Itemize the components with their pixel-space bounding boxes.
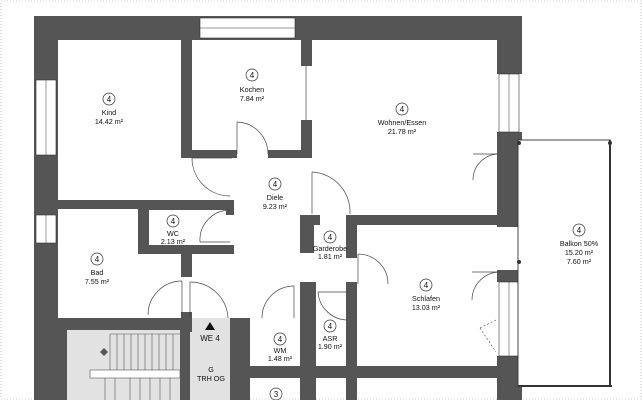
room-kind-num: 4 [107, 95, 112, 104]
room-balkon-num: 4 [577, 226, 582, 235]
room-asr-name: ASR [323, 334, 338, 343]
room-wohnen-name: Wohnen/Essen [378, 118, 427, 127]
room-asr-num: 4 [328, 322, 333, 331]
room-garderobe: 4 Garderobe 1.81 m² [313, 230, 347, 261]
room-garderobe-num: 4 [328, 233, 333, 242]
unit-label: WE 4 [200, 334, 220, 343]
balcony [517, 139, 612, 387]
unit-marker-icon [205, 322, 215, 330]
room-wohnen-num: 4 [400, 105, 405, 114]
room-wm-name: WM [274, 346, 287, 355]
stairs [89, 322, 215, 400]
room-wc-num: 4 [171, 217, 176, 226]
room-diele-num: 4 [273, 180, 278, 189]
room-balkon-name: Balkon 50% [560, 239, 599, 248]
windows [35, 17, 520, 357]
room-kochen-name: Kochen [240, 85, 264, 94]
room-wm: 4 WM 1.48 m² [268, 332, 293, 363]
room-bad-area: 7.55 m² [85, 277, 110, 286]
doors [147, 66, 501, 353]
room-garderobe-area: 1.81 m² [318, 252, 343, 261]
room-asr-area: 1.90 m² [318, 342, 343, 351]
room-next-num: 3 [274, 390, 279, 399]
room-schlafen-name: Schlafen [412, 294, 440, 303]
room-diele-name: Diele [267, 193, 283, 202]
stair-label-g: G [208, 365, 214, 374]
room-wc-name: WC [167, 229, 179, 238]
room-wm-area: 1.48 m² [268, 354, 293, 363]
room-balkon: 4 Balkon 50% 15.20 m² 7.60 m² [560, 223, 599, 266]
room-bad-name: Bad [91, 268, 104, 277]
room-kind-area: 14.42 m² [95, 117, 124, 126]
room-schlafen: 4 Schlafen 13.03 m² [412, 278, 441, 312]
room-bad-num: 4 [95, 255, 100, 264]
room-schlafen-area: 13.03 m² [412, 303, 441, 312]
room-next-unit: 3 [269, 387, 283, 400]
room-wc-area: 2.13 m² [161, 237, 186, 246]
room-bad: 4 Bad 7.55 m² [85, 252, 110, 286]
room-balkon-area2: 7.60 m² [567, 257, 592, 266]
room-kochen-num: 4 [250, 71, 255, 80]
room-balkon-area: 15.20 m² [565, 248, 594, 257]
room-garderobe-name: Garderobe [313, 244, 347, 253]
room-wc: 4 WC 2.13 m² [161, 214, 186, 246]
corridor-area [190, 318, 232, 400]
stair-label-trh: TRH OG [197, 374, 225, 383]
room-kochen-area: 7.84 m² [240, 94, 265, 103]
room-asr: 4 ASR 1.90 m² [318, 319, 343, 351]
room-kind-name: Kind [102, 108, 116, 117]
room-wohnen: 4 Wohnen/Essen 21.78 m² [378, 102, 427, 136]
room-diele-area: 9.23 m² [263, 202, 288, 211]
room-kind: 4 Kind 14.42 m² [95, 92, 124, 126]
room-diele: 4 Diele 9.23 m² [263, 177, 288, 211]
room-wm-num: 4 [278, 335, 283, 344]
stair-area [57, 330, 189, 400]
room-kochen: 4 Kochen 7.84 m² [240, 68, 265, 103]
room-wohnen-area: 21.78 m² [388, 127, 417, 136]
room-schlafen-num: 4 [424, 281, 429, 290]
